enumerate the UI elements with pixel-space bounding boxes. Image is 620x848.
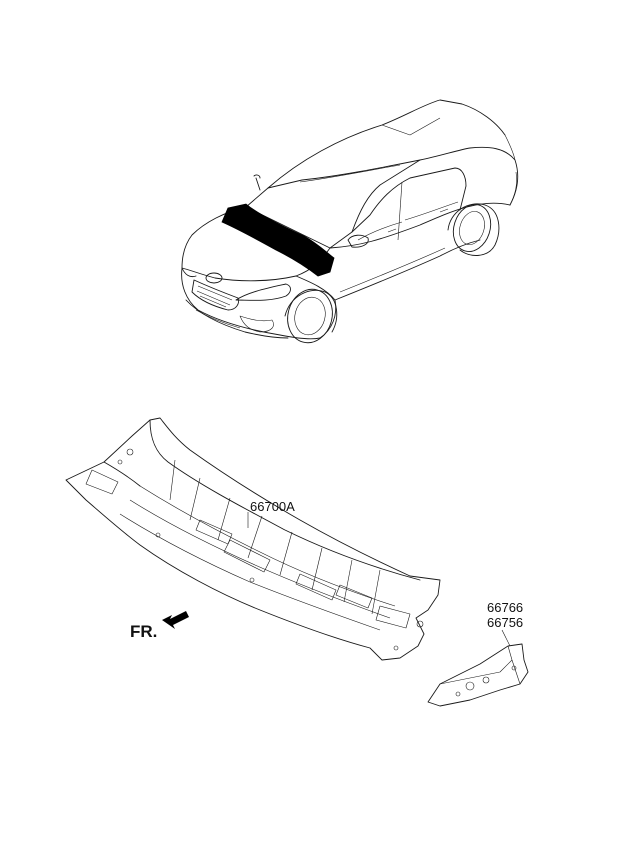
front-direction-arrow — [162, 611, 189, 629]
cowl-panel-part — [65, 417, 441, 661]
part-number-cowl-panel: 66700A — [250, 499, 295, 514]
part-number-bracket-lower: 66756 — [487, 615, 524, 630]
car-illustration — [181, 99, 519, 344]
front-direction-label: FR. — [130, 622, 158, 641]
bracket-part — [427, 629, 529, 707]
part-number-bracket-upper: 66766 — [487, 600, 524, 615]
